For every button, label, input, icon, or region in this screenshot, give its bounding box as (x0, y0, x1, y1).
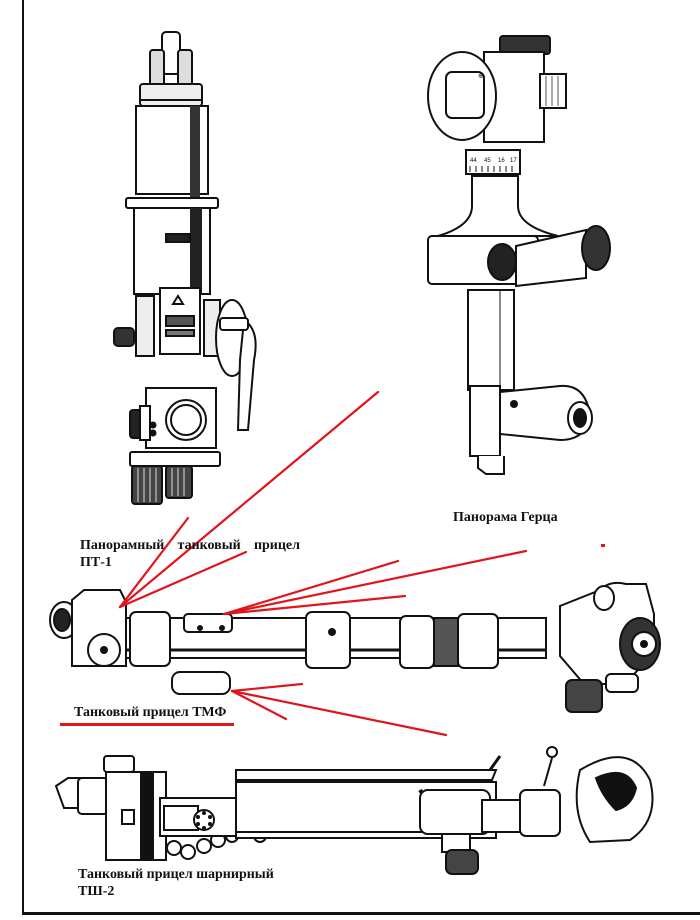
hertz-logo-text: ⊕ (478, 73, 484, 80)
red-annotation-lines (118, 390, 605, 737)
tsh2-rail (235, 769, 498, 781)
hertz-panorama-illustration (427, 35, 611, 475)
red-pointer-line (230, 682, 304, 693)
red-pointer-line (118, 390, 380, 609)
page-border-bottom (22, 912, 700, 915)
red-pointer-line (230, 689, 448, 737)
red-pointer-line (118, 550, 248, 609)
caption-tmf-red-underline (60, 723, 234, 726)
hertz-scale-label: 45 (484, 158, 491, 164)
red-pointer-line (222, 559, 400, 616)
tmf-knurled-knob (565, 679, 603, 713)
caption-pt1-model: ПТ-1 (80, 555, 112, 570)
hertz-scale-ring (465, 149, 521, 175)
red-dot-mark (601, 544, 605, 547)
hertz-scale-label: 44 (470, 158, 477, 164)
tsh2-knurled-knob (445, 849, 479, 875)
red-pointer-line (222, 594, 407, 616)
red-pointer-line (118, 516, 190, 609)
tsh2-sight-illustration (54, 746, 654, 875)
pt1-knob-left (131, 465, 163, 505)
red-pointer-line (230, 689, 288, 721)
caption-pt1-word: танковый (177, 538, 241, 553)
tmf-lower-cylinder (171, 671, 231, 695)
tsh2-left-block (105, 771, 167, 861)
caption-hertz-panorama: Панорама Герца (453, 510, 558, 525)
hertz-side-drum (581, 225, 611, 271)
caption-pt1-word: Панорамный (80, 538, 165, 553)
caption-pt1-word: прицел (253, 538, 300, 553)
caption-tsh2: Танковый прицел шарнирный ТШ-2 (78, 866, 274, 900)
red-pointer-line (222, 549, 528, 616)
caption-tmf: Танковый прицел ТМФ (74, 705, 227, 720)
pt1-knob-right (165, 465, 193, 499)
page-border-left (22, 0, 24, 915)
tmf-mount-clamp (183, 613, 233, 633)
caption-tsh2-model: ТШ-2 (78, 884, 115, 899)
pt1-sight-illustration (113, 31, 257, 505)
tmf-sight-illustration (49, 581, 661, 713)
hertz-scale-label: 16 (498, 158, 505, 164)
hertz-scale-label: 17 (510, 158, 517, 164)
caption-tsh2-title: Танковый прицел шарнирный (78, 867, 274, 882)
hertz-shaft (467, 289, 515, 391)
caption-pt1: Панорамный танковый прицел ПТ-1 (80, 537, 300, 571)
